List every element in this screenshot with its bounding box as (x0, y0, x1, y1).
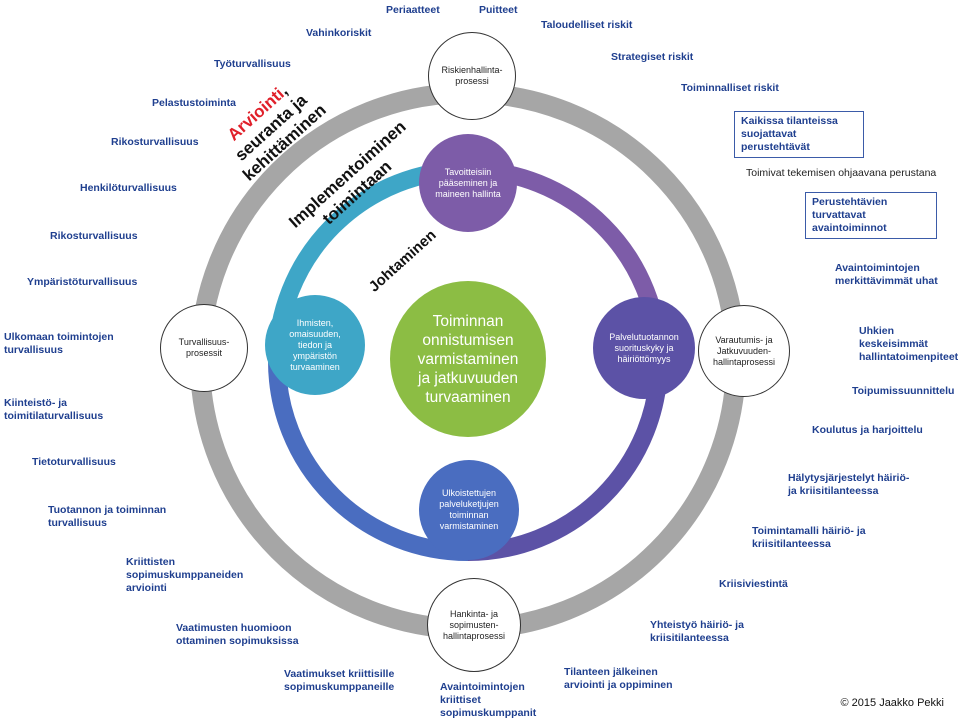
inner-ring-blue-arc (268, 360, 469, 561)
label-vaatimusten-huomioon: Vaatimusten huomioon ottaminen sopimuksi… (176, 622, 299, 647)
node-varautumis: Varautumis- ja Jatkuvuuden- hallintapros… (698, 305, 790, 397)
node-turvallisuus: Turvallisuus- prosessit (160, 304, 248, 392)
label-henkiloturvallisuus: Henkilöturvallisuus (80, 182, 177, 194)
label-strategiset-riskit: Strategiset riskit (611, 51, 694, 63)
inner-ring-indigo-arc (467, 360, 668, 561)
label-periaatteet: Periaatteet (386, 4, 440, 16)
label-tyoturvallisuus: Työturvallisuus (214, 58, 291, 70)
label-tietoturvallisuus: Tietoturvallisuus (32, 456, 116, 468)
label-koulutus: Koulutus ja harjoittelu (812, 424, 923, 436)
label-tilanteen-jalkeinen: Tilanteen jälkeinen arviointi ja oppimin… (564, 666, 673, 691)
node-center: Toiminnan onnistumisen varmistaminen ja … (390, 281, 546, 437)
label-ulkomaan-toimintojen: Ulkomaan toimintojen turvallisuus (4, 331, 114, 356)
node-ulkoistettujen: Ulkoistettujen palveluketjujen toiminnan… (419, 460, 519, 560)
label-toimivat: Toimivat tekemisen ohjaavana perustana (746, 167, 937, 179)
label-kriisiviestinta: Kriisiviestintä (719, 578, 788, 590)
node-riskienhallinta-text: Riskienhallinta- prosessi (441, 65, 503, 86)
label-toimintamalli: Toimintamalli häiriö- ja kriisitilantees… (752, 525, 866, 550)
label-tuotannon: Tuotannon ja toiminnan turvallisuus (48, 504, 167, 529)
label-avaintoimintojen-uhat: Avaintoimintojen merkittävimmät uhat (835, 262, 938, 287)
node-tavoitteisiin: Tavoitteisiin pääseminen ja maineen hall… (419, 134, 517, 232)
label-vaatimukset-kriittisille: Vaatimukset kriittisille sopimuskumppane… (284, 668, 395, 693)
node-hankinta-text: Hankinta- ja sopimusten- hallintaprosess… (442, 608, 506, 641)
label-kiinteisto: Kiinteistö- ja toimitilaturvallisuus (4, 397, 104, 422)
node-palvelutuotannon-text: Palvelutuotannon suorituskyky ja häiriöt… (609, 331, 679, 364)
label-rikosturvallisuus-2: Rikosturvallisuus (50, 230, 138, 242)
node-ihmisten-text: Ihmisten, omaisuuden, tiedon ja ympärist… (289, 317, 341, 372)
label-perustehtavien: Perustehtävien turvattavat avaintoiminno… (805, 192, 937, 239)
label-halytysjarjestelyt: Hälytysjärjestelyt häiriö- ja kriisitila… (788, 472, 910, 497)
label-toiminnalliset-riskit: Toiminnalliset riskit (681, 82, 779, 94)
label-avaintoimintojen-kriittiset: Avaintoimintojen kriittiset sopimuskumpp… (440, 681, 537, 719)
node-hankinta: Hankinta- ja sopimusten- hallintaprosess… (427, 578, 521, 672)
label-ymparistoturvallisuus: Ympäristöturvallisuus (27, 276, 138, 288)
label-puitteet: Puitteet (479, 4, 518, 16)
label-uhkien: Uhkien keskeisimmät hallintatoimenpiteet (859, 325, 959, 363)
label-vahinkoriskit: Vahinkoriskit (306, 27, 372, 39)
label-yhteistyo: Yhteistyö häiriö- ja kriisitilanteessa (650, 619, 744, 644)
node-tavoitteisiin-text: Tavoitteisiin pääseminen ja maineen hall… (435, 166, 501, 199)
node-ulkoistettujen-text: Ulkoistettujen palveluketjujen toiminnan… (439, 488, 499, 531)
label-rikosturvallisuus-1: Rikosturvallisuus (111, 136, 199, 148)
node-turvallisuus-text: Turvallisuus- prosessit (178, 337, 230, 358)
node-varautumis-text: Varautumis- ja Jatkuvuuden- hallintapros… (712, 334, 776, 367)
node-center-text: Toiminnan onnistumisen varmistaminen ja … (417, 312, 519, 406)
label-taloudelliset-riskit: Taloudelliset riskit (541, 19, 633, 31)
node-ihmisten: Ihmisten, omaisuuden, tiedon ja ympärist… (265, 295, 365, 395)
copyright: © 2015 Jaakko Pekki (840, 697, 945, 709)
label-kriittisten: Kriittisten sopimuskumppaneiden arvioint… (126, 556, 244, 594)
label-toipumissuunnittelu: Toipumissuunnittelu (852, 385, 955, 397)
label-pelastustoiminta: Pelastustoiminta (152, 97, 237, 109)
node-palvelutuotannon: Palvelutuotannon suorituskyky ja häiriöt… (593, 297, 695, 399)
label-kaikissa: Kaikissa tilanteissa suojattavat peruste… (734, 111, 864, 158)
node-riskienhallinta: Riskienhallinta- prosessi (428, 32, 516, 120)
